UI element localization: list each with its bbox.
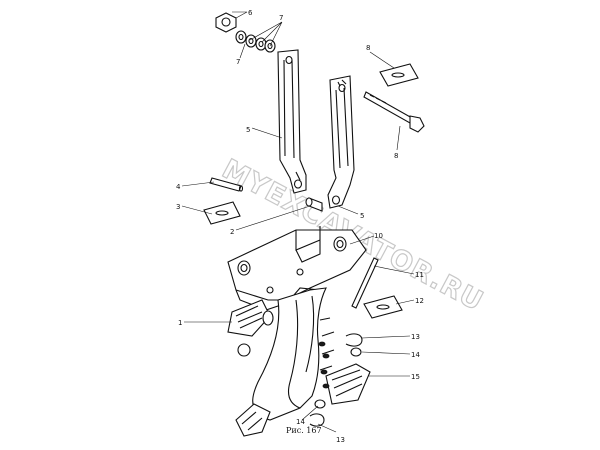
left-link-bar bbox=[277, 49, 307, 194]
callout-7-lower: 7 bbox=[236, 58, 240, 66]
leader-lines bbox=[181, 11, 415, 433]
callout-7-upper: 7 bbox=[279, 14, 283, 22]
long-bolt-part bbox=[363, 91, 425, 133]
key-plate-left bbox=[203, 201, 241, 225]
long-pin-part bbox=[351, 257, 379, 309]
key-plate-right bbox=[363, 295, 403, 319]
retainer-clip-upper bbox=[345, 333, 363, 357]
callout-8-lower: 8 bbox=[394, 152, 398, 160]
callout-15: 15 bbox=[411, 373, 420, 381]
bushing-part bbox=[305, 197, 323, 212]
callout-10: 10 bbox=[374, 232, 383, 240]
right-link-bar bbox=[327, 75, 355, 209]
callout-3: 3 bbox=[176, 203, 180, 211]
key-plate-upper bbox=[379, 63, 419, 87]
guard-left bbox=[227, 299, 274, 357]
callout-8-upper: 8 bbox=[366, 44, 370, 52]
callout-11: 11 bbox=[415, 271, 424, 279]
washer-parts bbox=[235, 30, 276, 53]
figure-caption: Рис. 167 bbox=[286, 426, 322, 435]
tooth-tip bbox=[235, 403, 271, 437]
callout-13-bottom: 13 bbox=[336, 436, 345, 444]
callout-5-upper: 5 bbox=[246, 126, 250, 134]
callout-5-lower: 5 bbox=[360, 212, 364, 220]
pin-part bbox=[209, 177, 244, 192]
callout-14-right: 14 bbox=[411, 351, 420, 359]
callout-labels: 6 7 7 8 8 5 5 4 3 2 10 11 12 1 13 14 15 … bbox=[176, 9, 424, 444]
callout-6: 6 bbox=[248, 9, 253, 17]
retainer-clip-lower bbox=[309, 399, 326, 427]
guard-right bbox=[325, 363, 371, 405]
callout-4: 4 bbox=[176, 183, 181, 191]
ripper-shank bbox=[252, 287, 335, 421]
callout-2: 2 bbox=[230, 228, 234, 236]
callout-14-bottom: 14 bbox=[296, 418, 305, 426]
callout-1: 1 bbox=[178, 319, 182, 327]
nut-part bbox=[215, 12, 237, 33]
callout-13-right: 13 bbox=[411, 333, 420, 341]
shank-studs bbox=[318, 341, 330, 389]
callout-12: 12 bbox=[415, 297, 424, 305]
